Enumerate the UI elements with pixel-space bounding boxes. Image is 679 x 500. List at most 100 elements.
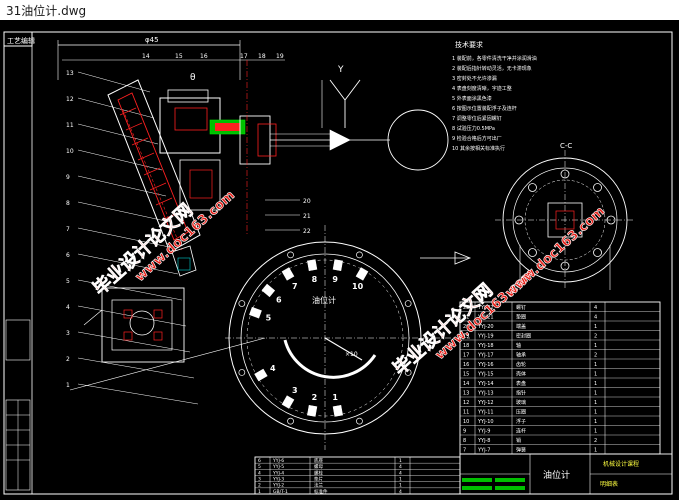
cc-bolt xyxy=(560,261,570,271)
left-callout: 8 xyxy=(66,200,70,207)
svg-text:18: 18 xyxy=(258,53,266,60)
bom-no: 9 xyxy=(463,429,466,435)
bottom-name: 垫片 xyxy=(314,475,323,482)
bom-qty: 1 xyxy=(594,324,597,330)
bom-no: 18 xyxy=(463,343,469,349)
left-callout: 11 xyxy=(66,122,74,129)
left-callout: 4 xyxy=(66,304,70,311)
bom-qty: 1 xyxy=(594,410,597,416)
title-block: 油位计 机械设计课程 明细表 xyxy=(459,453,673,495)
svg-text:C-C: C-C xyxy=(560,142,572,150)
bom-code: YYJ-14 xyxy=(477,381,494,387)
bom-name: 浮子 xyxy=(516,418,526,425)
left-margin-blocks xyxy=(5,319,31,491)
dial-tick xyxy=(249,306,262,319)
bom-no: 16 xyxy=(463,362,469,368)
svg-text:17: 17 xyxy=(240,53,248,60)
bom-no: 14 xyxy=(463,381,469,387)
dim-top-label: φ45 xyxy=(145,36,159,44)
bom-name: 销 xyxy=(516,437,521,444)
bottom-no: 3 xyxy=(258,476,261,482)
note-line: 9 检验合格后方可出厂 xyxy=(452,135,502,142)
bom-name: 轴承 xyxy=(516,352,526,359)
bom-qty: 2 xyxy=(594,334,597,340)
dial-bolt xyxy=(404,369,412,376)
bom-code: YYJ-19 xyxy=(477,334,494,340)
bottom-no: 6 xyxy=(258,458,261,464)
dial-tick xyxy=(332,404,343,417)
dial-number: 7 xyxy=(292,282,298,291)
bom-name: 轴 xyxy=(516,342,521,349)
bom-name: 端盖 xyxy=(516,323,526,330)
bottom-qty: 4 xyxy=(399,470,402,476)
bom-name: 垫圈 xyxy=(516,314,526,321)
y-axis-symbol: Y xyxy=(321,65,361,128)
bottom-no: 2 xyxy=(258,483,261,489)
bom-qty: 4 xyxy=(594,315,597,321)
bom-qty: 1 xyxy=(594,372,597,378)
cad-drawing[interactable]: 工艺编辑 φ45 14 15 16 17 18 19 1312111098765… xyxy=(0,20,679,500)
svg-text:14: 14 xyxy=(142,53,150,60)
note-line: 8 试验压力0.5MPa xyxy=(452,125,495,132)
window-title: 31油位计.dwg xyxy=(6,4,87,18)
left-callout: 7 xyxy=(66,226,70,233)
bom-no: 17 xyxy=(463,353,469,359)
dial-number: 1 xyxy=(332,393,338,402)
bom-code: YYJ-15 xyxy=(477,372,494,378)
bom-code: YYJ-18 xyxy=(477,343,494,349)
dial-tick xyxy=(261,283,276,298)
bom-name: 指针 xyxy=(516,390,526,397)
bom-qty: 4 xyxy=(594,305,597,311)
bom-no: 8 xyxy=(463,438,466,444)
dial-tick xyxy=(281,395,295,409)
svg-text:Y: Y xyxy=(337,65,344,75)
bom-code: YYJ-10 xyxy=(477,419,494,425)
bom-code: YYJ-20 xyxy=(477,324,494,330)
dial-number: 5 xyxy=(266,313,272,322)
dial-tick xyxy=(355,267,369,281)
dial-tick xyxy=(332,259,343,272)
left-callout: 5 xyxy=(66,278,70,285)
svg-text:21: 21 xyxy=(303,213,311,220)
dial-bolt xyxy=(404,300,412,307)
bom-qty: 1 xyxy=(594,362,597,368)
dial-number: 9 xyxy=(332,275,338,284)
bom-qty: 1 xyxy=(594,343,597,349)
dial-number: 10 xyxy=(352,282,364,291)
bom-code: YYJ-21 xyxy=(477,315,494,321)
bottom-code: YYJ-3 xyxy=(272,476,284,482)
bom-code: YYJ-7 xyxy=(477,448,490,454)
bom-no: 20 xyxy=(463,324,469,330)
cc-bolts xyxy=(514,169,616,271)
dial-bolt xyxy=(238,369,246,376)
dial-number: 2 xyxy=(312,393,318,402)
dial-bolts xyxy=(238,251,412,425)
bottom-name: 螺母 xyxy=(314,463,323,470)
dial-label: 油位计 xyxy=(312,295,336,305)
bottom-qty: 4 xyxy=(399,464,402,470)
bottom-qty: 1 xyxy=(399,483,402,489)
bottom-qty: 1 xyxy=(399,476,402,482)
bom-no: 19 xyxy=(463,334,469,340)
watermark-url-3: www.doc163.com xyxy=(503,204,608,301)
dial-tick xyxy=(254,368,268,382)
bottom-no: 1 xyxy=(258,489,261,495)
dial-view: 油位计 ×10 xyxy=(69,225,472,450)
svg-text:16: 16 xyxy=(200,53,208,60)
bottom-code: YYJ-2 xyxy=(272,483,284,489)
left-callout: 2 xyxy=(66,356,70,363)
bom-qty: 1 xyxy=(594,400,597,406)
note-line: 6 按图示位置装配浮子及连杆 xyxy=(452,105,517,112)
bom-no: 11 xyxy=(463,410,469,416)
section-view xyxy=(107,60,390,277)
window-titlebar: 31油位计.dwg xyxy=(0,0,679,21)
bom-code: YYJ-9 xyxy=(477,429,490,435)
svg-text:15: 15 xyxy=(175,53,183,60)
dial-bolt xyxy=(356,417,363,425)
title-block-school: 机械设计课程 xyxy=(603,460,639,468)
note-line: 5 外表面涂黑色漆 xyxy=(452,95,492,102)
dial-tick xyxy=(281,267,295,281)
bottom-code: GB/T-1 xyxy=(273,489,288,495)
